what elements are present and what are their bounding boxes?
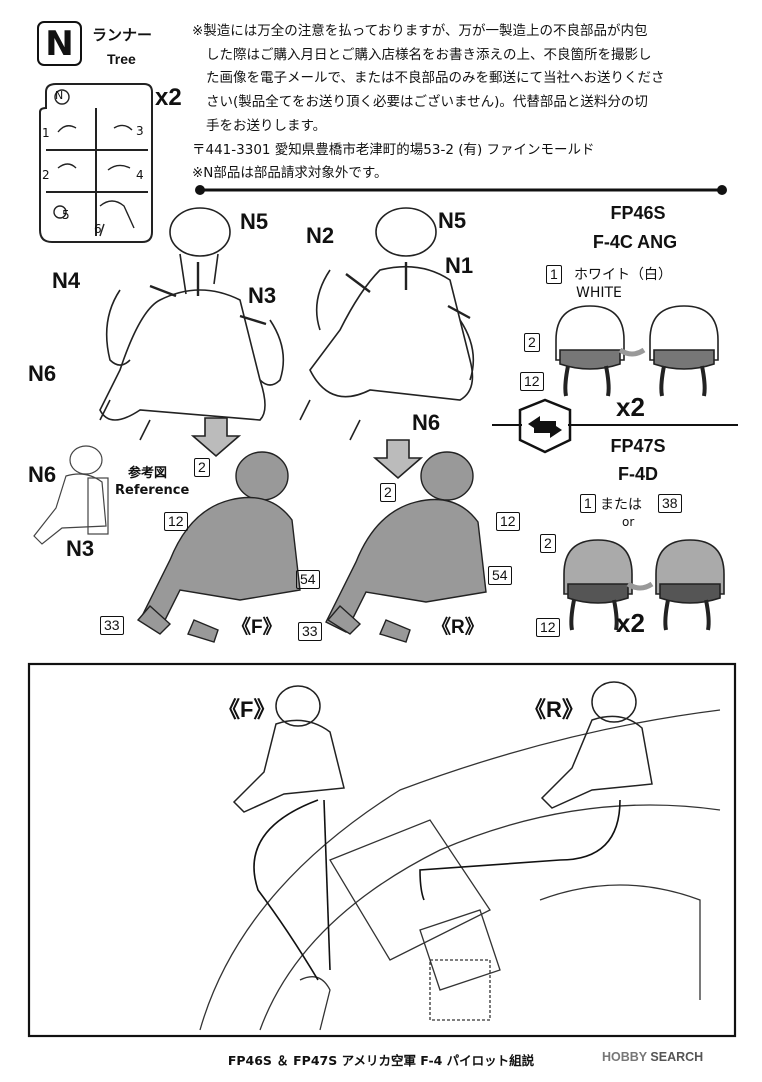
fp47s-or-jp: または [600, 497, 642, 513]
watermark-brand: HOBBY [602, 1050, 647, 1064]
fp47s-part-1: 1 [580, 494, 596, 513]
runner-num-6: 6 [94, 222, 102, 236]
part-label-n3: N3 [248, 283, 277, 308]
callout-f-33: 33 [100, 616, 124, 635]
notice-note: ※N部品は部品請求対象外です。 [192, 165, 388, 182]
part-label-n5-left: N5 [240, 209, 269, 234]
reference-seated-figure [33, 445, 109, 545]
part-label-n5-right: N5 [438, 208, 467, 233]
callout-f-2: 2 [194, 458, 210, 477]
fp46s-part-1: 1 [546, 265, 562, 284]
footer-title: FP46S ＆ FP47S アメリカ空軍 F-4 パイロット組説 [227, 1053, 535, 1068]
callout-f-54: 54 [296, 570, 320, 589]
runner-num-5: 5 [62, 208, 70, 222]
helmet-fp46s [555, 305, 719, 397]
fp47s-callout-12: 12 [536, 618, 560, 637]
part-label-n4: N4 [52, 268, 81, 293]
runner-count: x2 [155, 84, 182, 111]
fp46s-callout-2: 2 [524, 333, 540, 352]
pilot-assembled-front [136, 451, 301, 643]
front-seat-label: 《F》 [232, 617, 282, 638]
notice-line-1: ※製造には万全の注意を払っておりますが、万が一製造上の不良部品が内包 [192, 23, 648, 39]
down-arrow-icon [190, 417, 424, 480]
pilot-assembled-rear [325, 451, 487, 643]
part-label-n6-right: N6 [412, 410, 441, 435]
fp47s-code: FP47S [610, 436, 666, 456]
runner-num-1: 1 [42, 126, 50, 140]
pilot-exploded-right [299, 207, 475, 441]
fp47s-part-38: 38 [658, 494, 682, 513]
fp47s-callout-2: 2 [540, 534, 556, 553]
cockpit-drawing [199, 709, 721, 1031]
placement-arrows [253, 799, 621, 981]
fp47s-model: F-4D [618, 464, 658, 484]
runner-num-4: 4 [136, 168, 144, 182]
callout-r-54: 54 [488, 566, 512, 585]
seated-pilot-front [232, 685, 345, 813]
runner-num-3: 3 [136, 124, 144, 138]
runner-sprue-drawing [39, 83, 153, 243]
notice-line-3: た画像を電子メールで、または不良部品のみを郵送にて当社へお送りくださ [206, 70, 665, 87]
fp46s-color-jp: ホワイト（白） [574, 267, 672, 283]
notice-line-2: した際はご購入月日とご購入店様名をお書き添えの上、不良箇所を撮影し [206, 46, 652, 63]
reference-part-n3: N3 [66, 536, 95, 561]
callout-r-33: 33 [298, 622, 322, 641]
assembly-diagram-frame [27, 662, 737, 1038]
runner-num-2: 2 [42, 168, 50, 182]
callout-f-12: 12 [164, 512, 188, 531]
part-label-n6-left: N6 [28, 361, 57, 386]
notice-line-5: 手をお送りします。 [206, 117, 327, 134]
reference-label-en: Reference [115, 483, 190, 498]
fp47s-qty: x2 [616, 608, 645, 638]
assembly-rear-label: 《R》 [524, 697, 584, 722]
runner-badge: N [55, 89, 64, 102]
assembly-front-label: 《F》 [218, 697, 276, 722]
rear-seat-label: 《R》 [432, 617, 484, 638]
callout-r-2: 2 [380, 483, 396, 502]
runner-name-en: Tree [107, 51, 136, 67]
notice-text: ※製造には万全の注意を払っておりますが、万が一製造上の不良部品が内包 した際はご… [192, 20, 740, 186]
watermark: HOBBY SEARCH [602, 1050, 703, 1064]
divider-line [195, 185, 727, 195]
swap-icon [492, 398, 738, 454]
seated-pilot-rear [540, 681, 653, 809]
pilot-exploded-left [99, 207, 285, 441]
callout-r-12: 12 [496, 512, 520, 531]
helmet-fp47s [563, 539, 725, 631]
fp46s-callout-12: 12 [520, 372, 544, 391]
fp46s-qty: x2 [616, 392, 645, 422]
notice-line-4: さい(製品全てをお送り頂く必要はございません)。代替部品と送料分の切 [206, 94, 648, 111]
part-label-n1: N1 [445, 253, 474, 278]
reference-label-jp: 参考図 [128, 466, 168, 481]
part-label-n2: N2 [306, 223, 335, 248]
notice-address: 〒441-3301 愛知県豊橋市老津町的場53-2 (有) ファインモールド [192, 141, 595, 158]
watermark-site: SEARCH [650, 1050, 704, 1064]
reference-part-n6: N6 [28, 462, 57, 487]
fp46s-code: FP46S [610, 203, 666, 223]
runner-name-jp: ランナー [92, 26, 153, 44]
runner-letter-box: N [37, 21, 82, 66]
fp47s-or-en: or [622, 515, 635, 529]
fp46s-color-en: WHITE [576, 285, 622, 301]
fp46s-model: F-4C ANG [592, 232, 678, 252]
